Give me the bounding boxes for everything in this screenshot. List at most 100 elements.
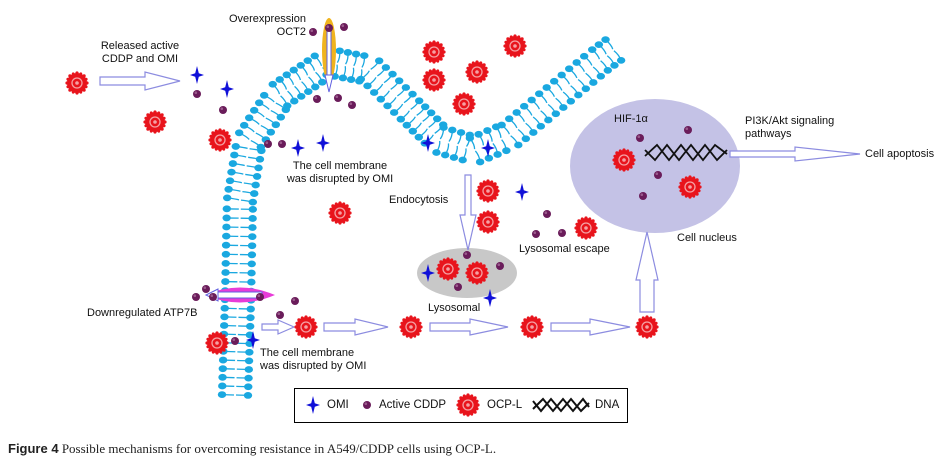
lipid-tail [232, 162, 245, 167]
lipid-tail [570, 85, 579, 96]
oct2-label-line2: OCT2 [276, 26, 306, 38]
active-cddp-dot [291, 297, 299, 305]
lipid-tail [253, 109, 265, 118]
lipid-head [440, 151, 450, 159]
lipid-tail [314, 55, 323, 67]
ocp-l-particle [573, 215, 599, 241]
lipid-tail [377, 67, 387, 77]
ocp-l-particle [142, 109, 168, 135]
lipid-head [449, 154, 459, 161]
lipid-head [483, 127, 492, 134]
released-label-line1: Released active [100, 40, 180, 52]
lipid-tail [294, 85, 302, 97]
endocytosis-label: Endocytosis [389, 194, 449, 206]
omi-star [515, 183, 529, 201]
active-cddp-dot [496, 262, 504, 270]
omi-star [220, 80, 234, 98]
legend-active-cddp: Active CDDP [379, 399, 447, 411]
cell-nucleus [570, 99, 740, 233]
lipid-tail [336, 50, 341, 63]
lipid-tail [393, 103, 404, 114]
lipid-head [351, 50, 361, 58]
active-cddp-dot [313, 95, 321, 103]
ocp-l-particle [435, 256, 461, 282]
lipid-tail [248, 156, 261, 160]
lipid-tail [286, 74, 295, 85]
lipid-tail [287, 90, 295, 102]
lipid-tail [435, 140, 441, 153]
lipid-tail [406, 116, 416, 126]
active-cddp-dot [463, 251, 471, 259]
lipid-tail [516, 112, 525, 122]
legend-ocp-l: OCP-L [487, 399, 523, 411]
lipid-tail [367, 77, 377, 87]
active-cddp-dot [192, 293, 200, 301]
lipid-tail [576, 62, 585, 72]
ocp-l-particle [611, 147, 637, 173]
active-cddp-dot [532, 230, 540, 238]
pi3k-label: PI3K/Akt signaling pathways [745, 115, 834, 141]
ocp-l-particle [64, 70, 90, 96]
lipid-tail [478, 133, 485, 146]
lipid-tail [525, 122, 534, 133]
ocp-l-particle [677, 174, 703, 200]
active-cddp-dot [202, 285, 210, 293]
active-cddp-dot [340, 23, 348, 31]
lipid-tail [265, 117, 277, 126]
active-cddp-dot [558, 229, 566, 237]
lipid-tail [538, 93, 548, 104]
lipid-tail [495, 126, 502, 138]
lipid-head [456, 129, 466, 136]
lipid-tail [585, 72, 594, 83]
lipid-tail [444, 143, 450, 156]
lipid-tail [345, 52, 349, 65]
ocp-l-particle [293, 314, 319, 340]
lipid-tail [600, 60, 609, 71]
atp7b-label: Downregulated ATP7B [87, 307, 198, 319]
active-cddp-dot [639, 192, 647, 200]
ocp-l-particle [519, 314, 545, 340]
lipid-tail [243, 124, 255, 133]
lipid-tail [255, 132, 267, 141]
lipid-head [465, 134, 475, 142]
arrow-release [99, 71, 181, 91]
lipid-tail [280, 95, 288, 106]
lipid-tail [418, 128, 428, 138]
lipid-tail [598, 44, 607, 55]
disrupted-bottom-line1: The cell membrane [260, 347, 355, 359]
pi3k-label-line1: PI3K/Akt signaling [745, 115, 835, 127]
ocp-l-particle [207, 127, 233, 153]
lipid-tail [360, 70, 370, 80]
ocp-l-particle [204, 330, 230, 356]
lipid-tail [457, 132, 462, 145]
lipid-tail [453, 145, 458, 158]
lipid-tail [469, 137, 476, 150]
dna-helix-icon [532, 397, 590, 413]
lipid-tail [400, 110, 410, 120]
ocp-l-particle [634, 314, 660, 340]
oct2-label-line1: Overexpression [228, 13, 306, 25]
lipid-head [252, 173, 262, 180]
lipid-head [248, 233, 257, 241]
lipid-tail [263, 94, 275, 103]
disrupted-bottom-label: The cell membrane was disrupted by OMI [260, 347, 366, 373]
active-cddp-dot [219, 106, 227, 114]
lipid-tail [242, 190, 255, 195]
lipid-tail [448, 129, 453, 142]
lipid-head [374, 57, 384, 65]
lipid-tail [342, 66, 347, 79]
dna-helix [644, 143, 728, 162]
lipid-tail [428, 118, 438, 128]
active-cddp-dot [231, 337, 239, 345]
lipid-tail [547, 103, 557, 115]
lipid-tail [235, 145, 248, 150]
lipid-tail [243, 182, 256, 186]
active-cddp-dot [325, 24, 333, 32]
lipid-tail [250, 139, 262, 148]
lipid-head [247, 242, 257, 250]
lipid-tail [613, 50, 622, 61]
lipid-tail [553, 80, 563, 91]
lipid-tail [390, 80, 400, 90]
lipid-tail [540, 110, 549, 121]
lipid-tail [350, 67, 355, 80]
